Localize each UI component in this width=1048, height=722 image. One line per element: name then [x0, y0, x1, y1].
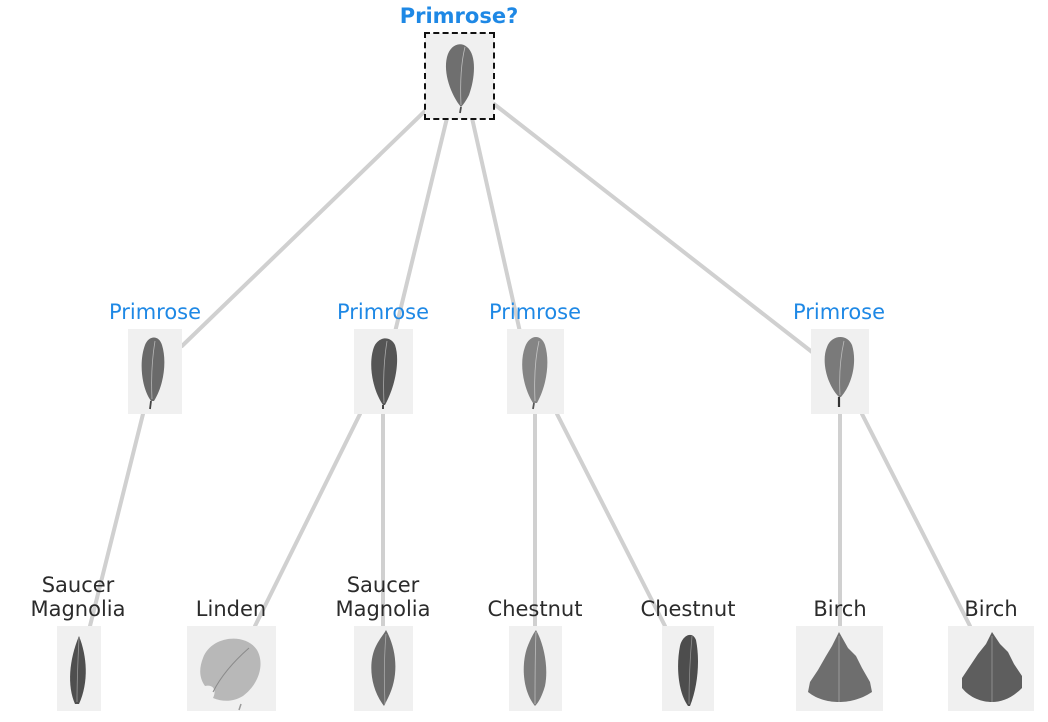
leaf-2-tile[interactable] [187, 626, 276, 711]
node-1-tile[interactable] [128, 329, 182, 414]
leaf-3-tile[interactable] [354, 626, 413, 711]
node-4-label: Primrose [792, 300, 886, 324]
linden-leaf-icon [200, 638, 261, 711]
node-4-tile[interactable] [811, 329, 869, 414]
chestnut-leaf-icon [523, 630, 547, 706]
node-1-label: Primrose [108, 300, 202, 324]
node-2-label: Primrose [336, 300, 430, 324]
birch-leaf-icon [962, 632, 1022, 702]
leaf-6-tile[interactable] [796, 626, 883, 711]
edge-n2-c2 [253, 412, 362, 628]
edge-root-n4 [492, 102, 814, 354]
birch-leaf-icon [808, 632, 872, 702]
chestnut-leaf-icon [678, 634, 698, 706]
leaf-7-label: Birch [964, 597, 1018, 621]
edge-n3-c5 [555, 412, 667, 628]
leaf-5-label: Chestnut [640, 597, 736, 621]
node-3-label: Primrose [488, 300, 582, 324]
edge-n1-c1 [88, 412, 145, 628]
edge-n4-c7 [860, 412, 972, 628]
edge-root-n1 [180, 108, 428, 348]
saucer-magnolia-leaf-icon [70, 636, 86, 704]
leaf-1-tile[interactable] [57, 626, 101, 711]
primrose-leaf-icon [445, 44, 474, 114]
node-3-tile[interactable] [507, 329, 564, 414]
edge-root-n2 [393, 116, 449, 334]
primrose-leaf-icon [824, 336, 855, 407]
primrose-leaf-icon [522, 336, 548, 410]
leaf-4-label: Chestnut [487, 597, 583, 621]
primrose-leaf-icon [141, 337, 165, 410]
saucer-magnolia-leaf-icon [371, 630, 396, 706]
root-label: Primrose? [399, 4, 519, 28]
primrose-leaf-icon [371, 338, 398, 409]
leaf-1-label: Saucer Magnolia [30, 573, 126, 621]
edge-root-n3 [470, 116, 522, 334]
leaf-2-label: Linden [195, 597, 267, 621]
leaf-4-tile[interactable] [509, 626, 562, 711]
leaf-7-tile[interactable] [948, 626, 1034, 711]
root-tile[interactable] [424, 32, 495, 120]
leaf-3-label: Saucer Magnolia [335, 573, 431, 621]
leaf-5-tile[interactable] [662, 626, 714, 711]
node-2-tile[interactable] [354, 329, 413, 414]
leaf-6-label: Birch [813, 597, 867, 621]
